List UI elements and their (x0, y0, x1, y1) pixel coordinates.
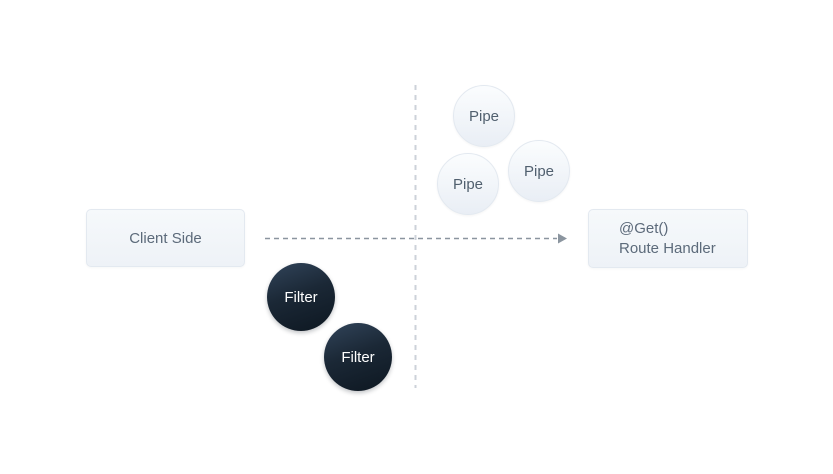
filter-node-1: Filter (267, 263, 335, 331)
pipe-label: Pipe (468, 107, 500, 125)
pipe-node-2: Pipe (437, 153, 499, 215)
filter-label: Filter (341, 348, 375, 366)
filter-label: Filter (284, 288, 318, 306)
client-side-label: Client Side (129, 229, 202, 247)
route-handler-node: @Get() Route Handler (588, 209, 748, 268)
pipe-node-3: Pipe (508, 140, 570, 202)
arrowhead-icon (558, 233, 567, 244)
client-side-node: Client Side (86, 209, 245, 267)
route-decorator-label: @Get() (619, 219, 669, 237)
filter-node-2: Filter (324, 323, 392, 391)
pipe-label: Pipe (452, 175, 484, 193)
route-handler-label: Route Handler (619, 239, 716, 257)
pipe-node-1: Pipe (453, 85, 515, 147)
pipe-label: Pipe (523, 162, 555, 180)
